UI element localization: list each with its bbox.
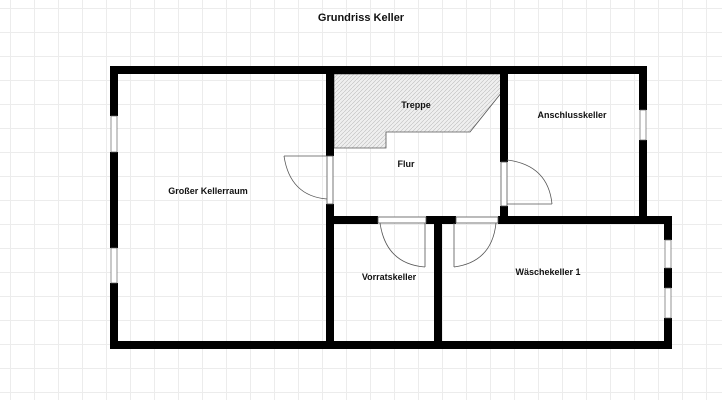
window-right-waesche-lower xyxy=(664,287,672,319)
window-right-anschluss xyxy=(639,109,647,141)
walls xyxy=(110,66,672,349)
window-left-upper xyxy=(110,115,118,153)
room-label-flur: Flur xyxy=(397,159,415,169)
page-title: Grundriss Keller xyxy=(317,12,405,24)
doors xyxy=(283,155,553,268)
staircase-area xyxy=(333,73,503,149)
room-label-anschlusskeller: Anschlusskeller xyxy=(537,110,607,120)
windows xyxy=(110,109,672,319)
room-label-waeschekeller-1: Wäschekeller 1 xyxy=(515,267,581,277)
door-grosser-kellerraum[interactable] xyxy=(283,155,334,205)
door-waeschekeller[interactable] xyxy=(453,216,499,268)
door-vorratskeller[interactable] xyxy=(377,216,427,268)
window-right-waesche-upper xyxy=(664,239,672,269)
window-left-lower xyxy=(110,247,118,284)
room-label-grosser-kellerraum: Großer Kellerraum xyxy=(168,186,248,196)
room-label-vorratskeller: Vorratskeller xyxy=(361,272,417,282)
door-anschlusskeller[interactable] xyxy=(500,159,553,207)
room-label-treppe: Treppe xyxy=(401,100,431,110)
